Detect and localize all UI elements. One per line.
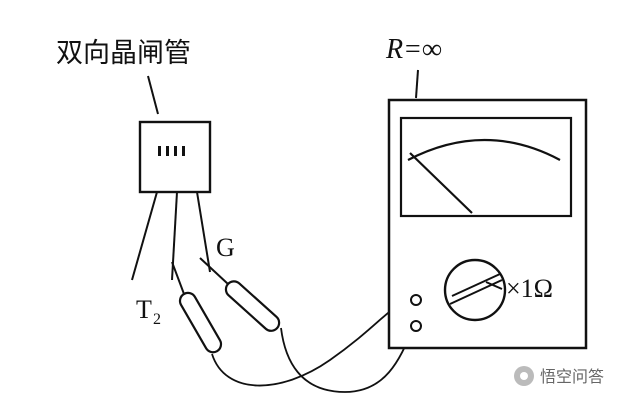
terminal-g-label: G xyxy=(216,233,235,262)
resistance-label: R=∞ xyxy=(385,34,442,65)
meter-needle xyxy=(409,152,473,214)
meter-display-window xyxy=(399,116,573,218)
terminal-t2-label: T xyxy=(136,295,152,324)
lead-g xyxy=(196,191,211,273)
device-label: 双向晶闸管 xyxy=(56,38,191,69)
lead-t1 xyxy=(131,191,158,281)
probe-cable-right xyxy=(280,327,413,393)
meter-scale-arc xyxy=(407,139,561,161)
thyristor-body xyxy=(138,120,212,194)
probe-right xyxy=(199,257,281,332)
range-label: ×1Ω xyxy=(506,274,553,303)
watermark: 悟空问答 xyxy=(514,366,604,386)
thyristor-leads xyxy=(131,191,211,281)
probe-cable-left xyxy=(211,299,413,387)
watermark-text: 悟空问答 xyxy=(540,367,604,386)
terminal-t2-subscript: 2 xyxy=(153,311,161,328)
jack-upper xyxy=(410,294,422,306)
resistance-leader xyxy=(415,69,419,99)
probe-left xyxy=(171,261,223,354)
range-selector-knob xyxy=(443,258,507,322)
jack-lower xyxy=(410,320,422,332)
device-label-leader xyxy=(147,75,159,115)
